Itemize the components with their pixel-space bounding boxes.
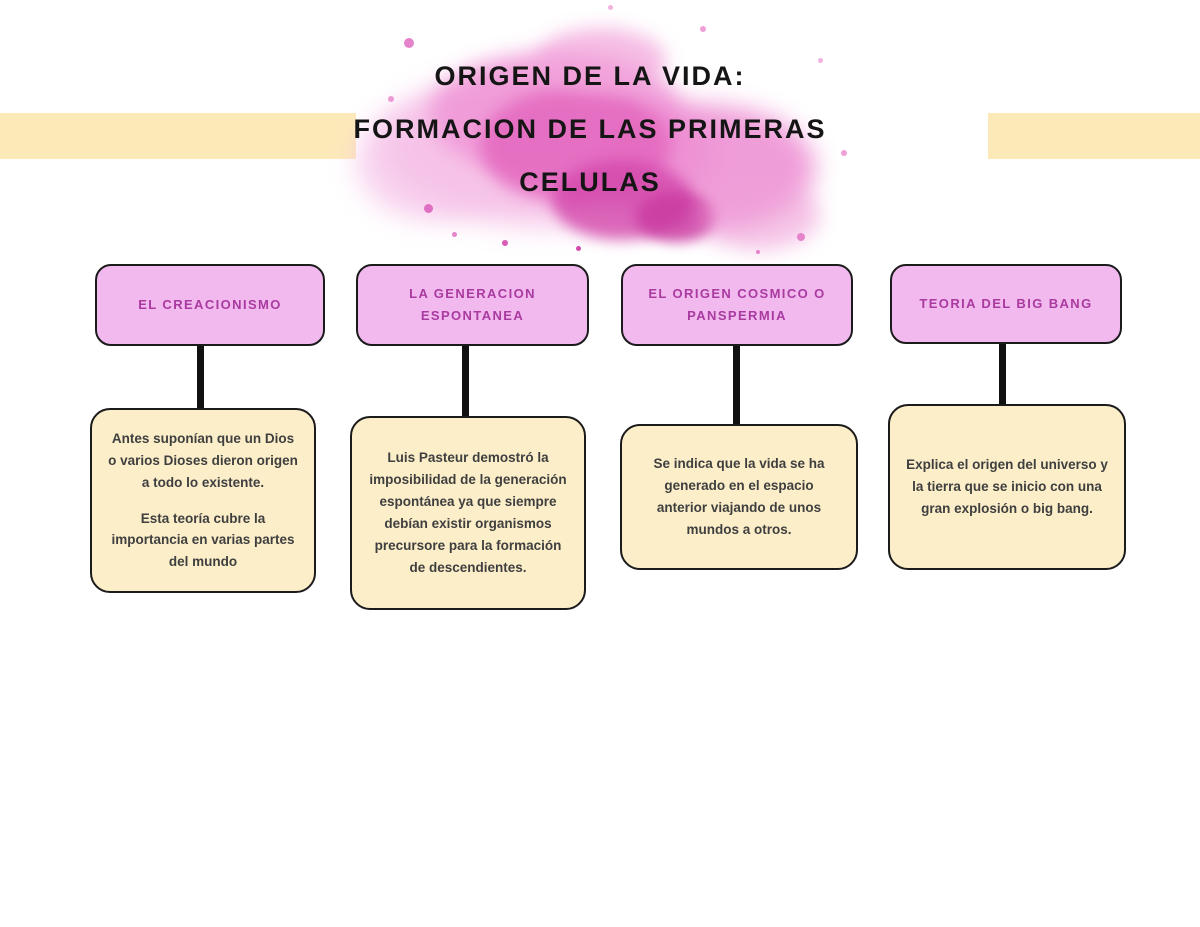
connector-panspermia [733,344,740,428]
body-text: Luis Pasteur demostró la imposibilidad d… [369,450,567,575]
header-box-panspermia: EL ORIGEN COSMICO O PANSPERMIA [621,264,853,346]
watercolor-dot [576,246,581,251]
header-label: EL CREACIONISMO [138,296,282,312]
header-label: TEORIA DEL BIG BANG [919,295,1093,311]
body-box-panspermia: Se indica que la vida se ha generado en … [620,424,858,570]
page-title: ORIGEN DE LA VIDA: FORMACION DE LAS PRIM… [300,50,880,209]
title-line-1: ORIGEN DE LA VIDA: [434,61,746,91]
left-accent-band [0,113,356,159]
header-label: LA GENERACION ESPONTANEA [409,285,536,323]
body-text: Se indica que la vida se ha generado en … [653,456,825,537]
header-box-big-bang: TEORIA DEL BIG BANG [890,264,1122,344]
body-box-big-bang: Explica el origen del universo y la tier… [888,404,1126,570]
watercolor-dot [756,250,760,254]
watercolor-dot [404,38,414,48]
body-box-creacionismo: Antes suponían que un Dios o varios Dios… [90,408,316,594]
watercolor-dot [608,5,613,10]
watercolor-dot [700,26,706,32]
title-line-3: CELULAS [519,167,661,197]
connector-big-bang [999,342,1006,408]
body-box-generacion-espontanea: Luis Pasteur demostró la imposibilidad d… [350,416,586,610]
header-box-generacion-espontanea: LA GENERACION ESPONTANEA [356,264,589,346]
watercolor-dot [452,232,457,237]
body-text: Antes suponían que un Dios o varios Dios… [108,431,298,490]
header-label: EL ORIGEN COSMICO O PANSPERMIA [648,285,826,323]
connector-generacion-espontanea [462,344,469,420]
body-text: Explica el origen del universo y la tier… [906,457,1108,516]
watercolor-dot [797,233,805,241]
header-box-creacionismo: EL CREACIONISMO [95,264,325,346]
right-accent-band [988,113,1200,159]
connector-creacionismo [197,344,204,412]
title-line-2: FORMACION DE LAS PRIMERAS [353,114,827,144]
watercolor-dot [502,240,508,246]
body-text: Esta teoría cubre la importancia en vari… [111,510,295,570]
